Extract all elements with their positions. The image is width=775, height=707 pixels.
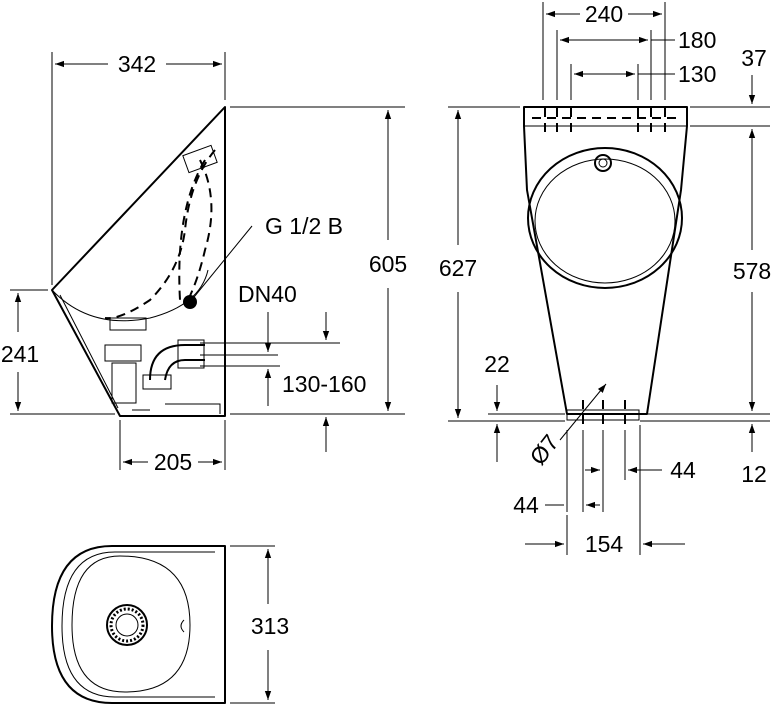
side-view-outline	[51, 106, 226, 417]
front-height-label: 578	[733, 258, 771, 284]
front-view: 240 180 130 37 627 578 12	[439, 1, 771, 557]
drain-height-label: 130-160	[282, 371, 366, 397]
front-fix-left-label: 44	[513, 492, 539, 518]
front-fix-spacing-inner-label: 130	[678, 61, 716, 87]
siphon	[104, 317, 221, 414]
drain-label: DN40	[238, 281, 297, 307]
side-width-label: 342	[118, 51, 156, 77]
top-fixing-holes	[532, 108, 680, 132]
front-top-offset-label: 37	[741, 45, 767, 71]
front-fix-right-label: 44	[670, 457, 696, 483]
front-fix-spacing-outer-label: 180	[678, 27, 716, 53]
side-inlet-height-label: 241	[1, 341, 39, 367]
bowl-rim	[527, 147, 683, 289]
bowl-top-outline	[71, 555, 191, 693]
front-top-width-label: 240	[585, 1, 623, 27]
side-height-label: 605	[369, 251, 407, 277]
side-depth-label: 205	[154, 449, 192, 475]
drain-grate	[106, 604, 148, 646]
front-total-height-label: 627	[439, 255, 477, 281]
front-bottom-offset-label: 22	[484, 351, 510, 377]
bottom-fixing-holes	[566, 400, 640, 425]
front-bottom-width-label: 154	[585, 531, 624, 557]
connection-thread-label: G 1/2 B	[265, 213, 343, 239]
side-view: 342 605 241 205 G 1/2 B DN40 130-160	[1, 51, 407, 475]
front-view-outline	[523, 106, 688, 415]
supply-pipe	[187, 159, 213, 301]
top-depth-label: 313	[251, 613, 289, 639]
top-view: 313	[51, 545, 289, 704]
top-view-outline	[51, 545, 226, 704]
front-hole-diameter-label: Ø7	[524, 430, 563, 470]
bowl-hidden-line	[104, 149, 216, 320]
front-bottom-offset-right-label: 12	[741, 461, 767, 487]
flush-inlet	[594, 154, 612, 172]
